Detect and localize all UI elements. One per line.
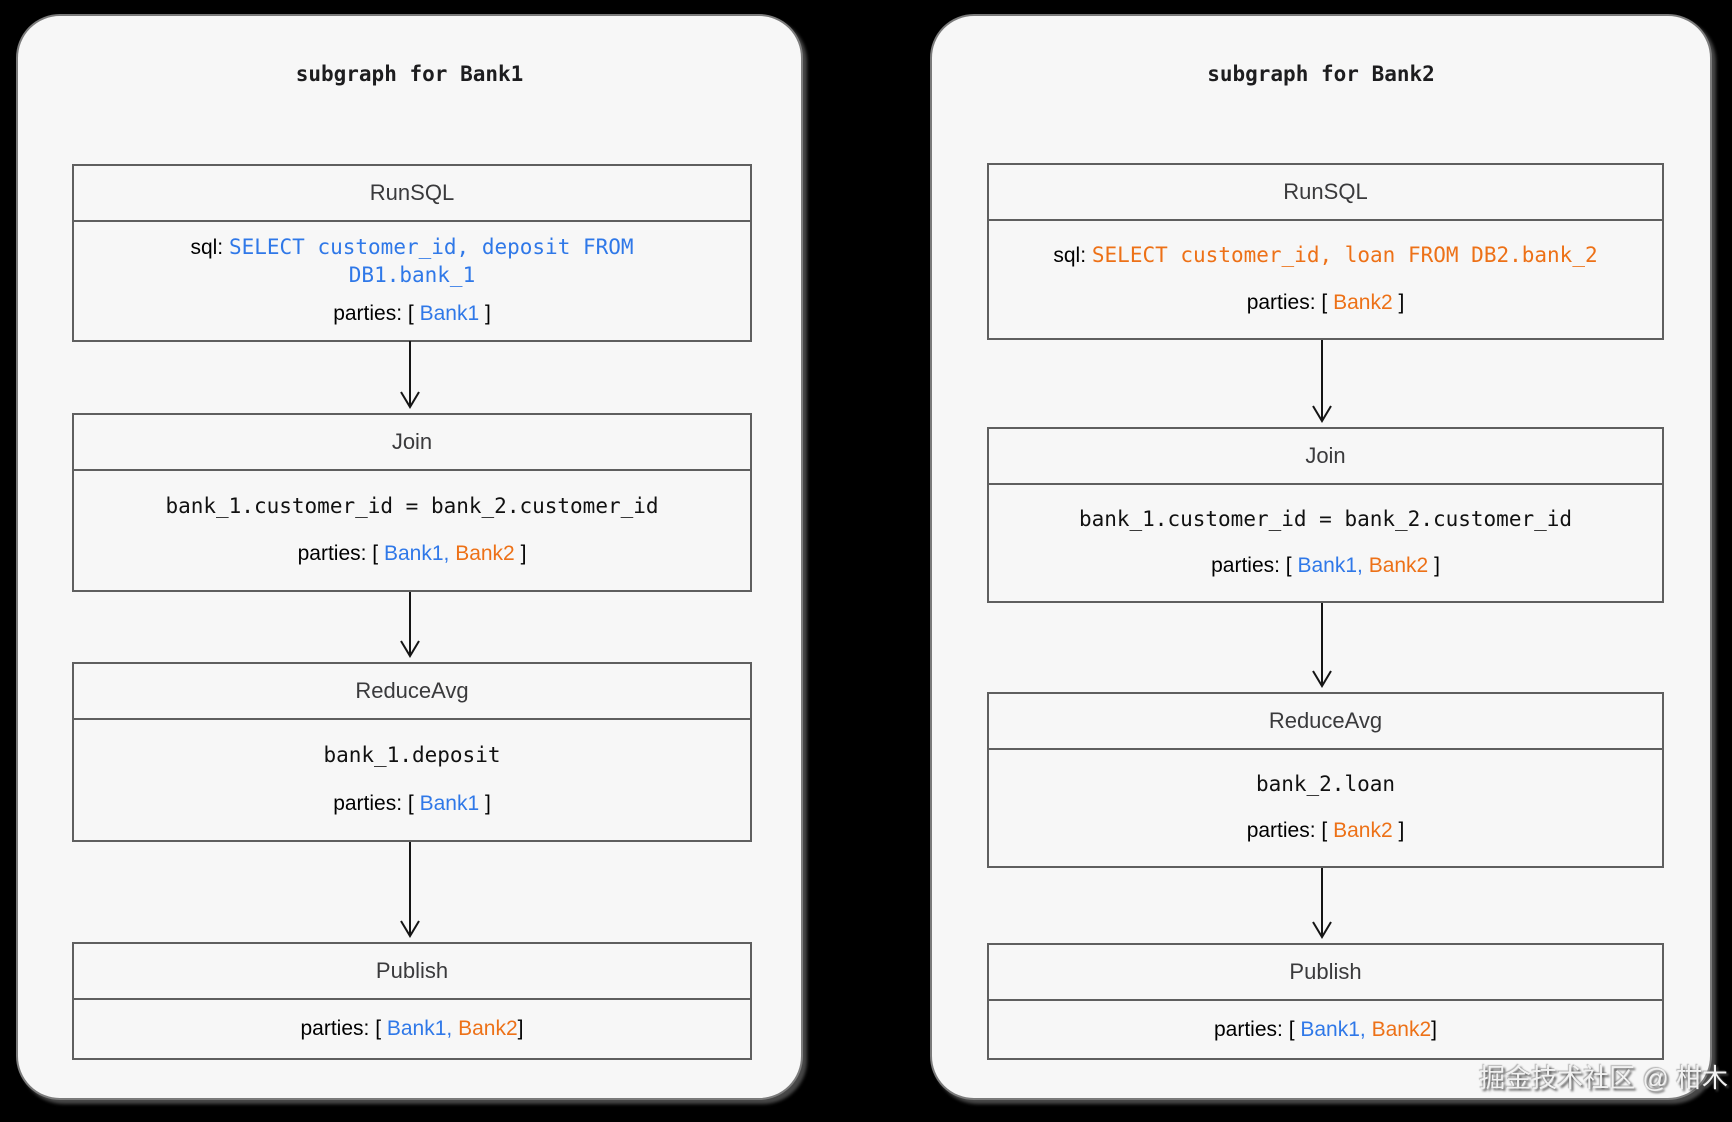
parties-row: parties: [ Bank1, Bank2 ] — [1211, 552, 1440, 580]
node-runsql-bank1: RunSQL sql: SELECT customer_id, deposit … — [72, 164, 752, 342]
parties-close-bracket: ] — [1431, 1017, 1437, 1041]
parties-row: parties: [ Bank1, Bank2] — [1214, 1016, 1437, 1044]
party-separator: , — [1359, 1017, 1372, 1041]
party-bank2: Bank2 — [455, 542, 515, 566]
parties-close-bracket: ] — [1428, 554, 1440, 578]
node-body: bank_2.loan parties: [ Bank2 ] — [989, 750, 1662, 866]
node-join-bank1: Join bank_1.customer_id = bank_2.custome… — [72, 413, 752, 592]
parties-row: parties: [ Bank1, Bank2 ] — [298, 540, 527, 568]
node-publish-bank1: Publish parties: [ Bank1, Bank2] — [72, 942, 752, 1060]
sql-row: sql: SELECT customer_id, loan FROM DB2.b… — [1053, 242, 1597, 270]
node-header-publish: Publish — [989, 945, 1662, 1001]
sql-label: sql: — [190, 236, 229, 260]
parties-label: parties: [ — [1214, 1017, 1301, 1041]
node-header-runsql: RunSQL — [74, 166, 750, 222]
parties-label: parties: [ — [1246, 819, 1334, 843]
node-body: sql: SELECT customer_id, deposit FROM DB… — [74, 222, 750, 340]
party-bank1: Bank1 — [386, 1017, 447, 1041]
panel-title-bank1: subgraph for Bank1 — [295, 62, 524, 86]
sql-row: sql: SELECT customer_id, deposit FROM DB… — [152, 234, 672, 289]
parties-label: parties: [ — [333, 302, 420, 325]
party-bank2: Bank2 — [1371, 1017, 1432, 1041]
party-bank2: Bank2 — [1368, 554, 1429, 578]
reduce-expression: bank_2.loan — [1255, 771, 1396, 796]
party-bank2: Bank2 — [1333, 819, 1393, 843]
panel-title-bank2: subgraph for Bank2 — [1207, 62, 1435, 86]
parties-row: parties: [ Bank2 ] — [1247, 289, 1405, 317]
subgraph-panel-bank2: subgraph for Bank2 RunSQL sql: SELECT cu… — [930, 14, 1712, 1100]
party-separator: , — [446, 1017, 459, 1041]
parties-label: parties: [ — [1211, 554, 1298, 578]
party-separator: , — [443, 542, 456, 566]
reduce-expression: bank_1.deposit — [323, 743, 501, 768]
parties-label: parties: [ — [333, 792, 420, 816]
node-header-publish: Publish — [74, 944, 750, 1000]
sql-label: sql: — [1053, 244, 1092, 268]
node-reduceavg-bank2: ReduceAvg bank_2.loan parties: [ Bank2 ] — [987, 692, 1664, 868]
node-header-join: Join — [74, 415, 750, 471]
parties-close-bracket: ] — [479, 302, 491, 325]
node-header-join: Join — [989, 429, 1662, 485]
party-separator: , — [1357, 554, 1369, 578]
watermark: 掘金技术社区 @ 柑木 — [1479, 1063, 1728, 1093]
node-header-reduceavg: ReduceAvg — [74, 664, 750, 720]
node-body: sql: SELECT customer_id, loan FROM DB2.b… — [989, 221, 1662, 338]
parties-close-bracket: ] — [514, 542, 527, 566]
node-body: bank_1.customer_id = bank_2.customer_id … — [989, 485, 1662, 601]
node-header-runsql: RunSQL — [989, 165, 1662, 221]
parties-close-bracket: ] — [479, 792, 491, 816]
party-bank1: Bank1 — [1300, 1017, 1360, 1041]
parties-label: parties: [ — [1246, 291, 1334, 315]
parties-label: parties: [ — [300, 1017, 387, 1041]
node-header-reduceavg: ReduceAvg — [989, 694, 1662, 750]
node-body: parties: [ Bank1, Bank2] — [989, 1001, 1662, 1058]
node-join-bank2: Join bank_1.customer_id = bank_2.custome… — [987, 427, 1664, 603]
sql-code: SELECT customer_id, loan FROM DB2.bank_2 — [1091, 243, 1598, 268]
join-expression: bank_1.customer_id = bank_2.customer_id — [165, 493, 659, 518]
party-bank1: Bank1 — [1297, 554, 1358, 578]
parties-close-bracket: ] — [517, 1017, 524, 1041]
parties-close-bracket: ] — [1392, 291, 1405, 315]
node-runsql-bank2: RunSQL sql: SELECT customer_id, loan FRO… — [987, 163, 1664, 340]
node-body: bank_1.customer_id = bank_2.customer_id … — [74, 471, 750, 590]
party-bank1: Bank1 — [419, 792, 480, 816]
node-publish-bank2: Publish parties: [ Bank1, Bank2] — [987, 943, 1664, 1060]
parties-label: parties: [ — [297, 542, 384, 566]
sql-code: SELECT customer_id, deposit FROM DB1.ban… — [228, 235, 647, 287]
party-bank1: Bank1 — [419, 302, 480, 325]
party-bank2: Bank2 — [1333, 291, 1393, 315]
node-body: bank_1.deposit parties: [ Bank1 ] — [74, 720, 750, 840]
parties-row: parties: [ Bank1 ] — [333, 300, 491, 328]
party-bank1: Bank1 — [383, 542, 444, 566]
parties-row: parties: [ Bank1, Bank2] — [301, 1015, 524, 1043]
node-body: parties: [ Bank1, Bank2] — [74, 1000, 750, 1058]
parties-close-bracket: ] — [1392, 819, 1405, 843]
join-expression: bank_1.customer_id = bank_2.customer_id — [1078, 506, 1573, 531]
party-bank2: Bank2 — [458, 1017, 518, 1041]
subgraph-panel-bank1: subgraph for Bank1 RunSQL sql: SELECT cu… — [16, 14, 803, 1100]
node-reduceavg-bank1: ReduceAvg bank_1.deposit parties: [ Bank… — [72, 662, 752, 842]
parties-row: parties: [ Bank2 ] — [1247, 817, 1405, 845]
parties-row: parties: [ Bank1 ] — [333, 790, 491, 818]
